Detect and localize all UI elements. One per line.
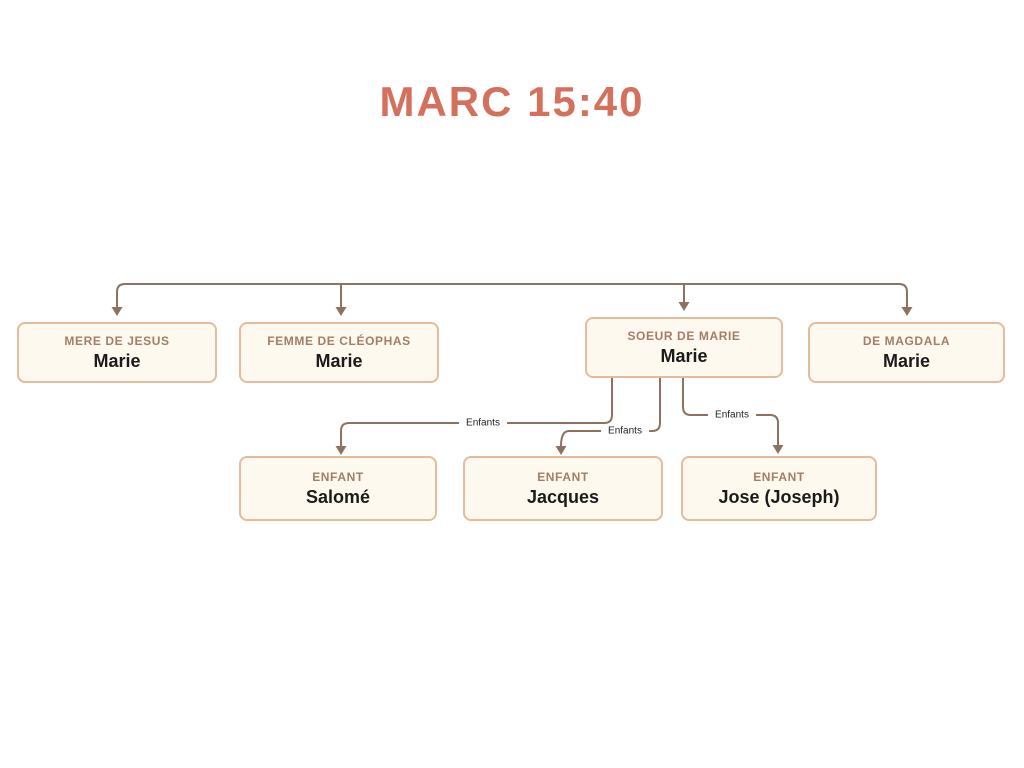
node-role-label: ENFANT xyxy=(753,469,805,484)
node-role-label: SOEUR DE MARIE xyxy=(627,328,741,343)
node-enfant-jacques: ENFANT Jacques xyxy=(463,456,663,521)
node-soeur-de-marie: SOEUR DE MARIE Marie xyxy=(585,317,783,378)
node-name-label: Marie xyxy=(882,350,931,371)
node-de-magdala: DE MAGDALA Marie xyxy=(808,322,1005,383)
node-name-label: Salomé xyxy=(305,486,371,507)
arrowhead-icons xyxy=(111,302,913,455)
top-rail-connector xyxy=(116,283,908,308)
node-name-label: Jose (Joseph) xyxy=(718,486,840,507)
node-femme-de-cleophas: FEMME DE CLÉOPHAS Marie xyxy=(239,322,439,383)
node-name-label: Marie xyxy=(93,350,141,371)
page-title: MARC 15:40 xyxy=(379,78,645,125)
node-role-label: FEMME DE CLÉOPHAS xyxy=(267,333,411,348)
edge-label-enfants: Enfants xyxy=(601,424,649,438)
edge-label-enfants: Enfants xyxy=(708,408,756,422)
edge-label-enfants: Enfants xyxy=(459,416,507,430)
node-name-label: Jacques xyxy=(526,486,600,507)
node-enfant-salome: ENFANT Salomé xyxy=(239,456,437,521)
node-role-label: DE MAGDALA xyxy=(862,333,951,348)
node-name-label: Marie xyxy=(660,345,708,366)
node-name-label: Marie xyxy=(315,350,363,371)
node-mere-de-jesus: MERE DE JESUS Marie xyxy=(17,322,217,383)
node-role-label: MERE DE JESUS xyxy=(64,333,170,348)
node-role-label: ENFANT xyxy=(537,469,589,484)
node-role-label: ENFANT xyxy=(312,469,364,484)
node-enfant-jose: ENFANT Jose (Joseph) xyxy=(681,456,877,521)
